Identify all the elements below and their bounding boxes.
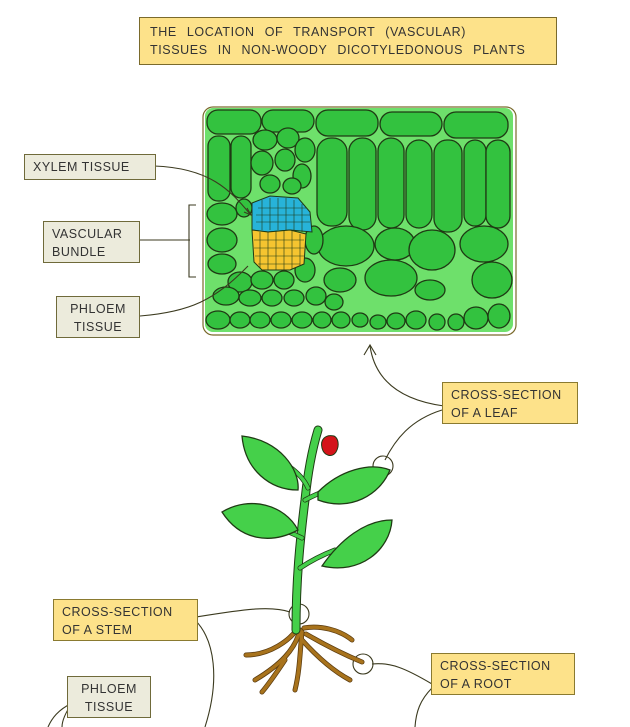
phloem-label-line-1: PHLOEM [70,302,126,316]
bottom-phloem-line-1: PHLOEM [81,682,137,696]
leaf-cross-section [202,106,517,336]
plant-illustration [221,425,393,695]
root-label-line-1: CROSS-SECTION [440,659,551,673]
leaf-label-line-2: OF A LEAF [451,406,519,420]
diagram-title: THE LOCATION OF TRANSPORT (VASCULAR) TIS… [139,17,557,65]
leader-lines [47,165,445,727]
xylem-label-text: XYLEM TISSUE [33,160,130,174]
xylem-tissue [251,195,313,233]
bottom-phloem-line-2: TISSUE [84,700,134,714]
stem-label-line-1: CROSS-SECTION [62,605,173,619]
phloem-tissue [251,229,307,271]
leaf-label-line-1: CROSS-SECTION [451,388,562,402]
bottom-phloem-tissue-label: PHLOEM TISSUE [67,676,151,718]
stem-cross-section-label: CROSS-SECTION OF A STEM [53,599,198,641]
xylem-tissue-label: XYLEM TISSUE [24,154,156,180]
vascular-bundle-line-1: VASCULAR [52,227,123,241]
leaves [221,435,393,569]
root-label-line-2: OF A ROOT [440,677,512,691]
vascular-bundle-line-2: BUNDLE [52,245,106,259]
vascular-bundle-label: VASCULAR BUNDLE [43,221,140,263]
title-line-1: THE LOCATION OF TRANSPORT (VASCULAR) [150,25,467,39]
title-line-2: TISSUES IN NON-WOODY DICOTYLEDONOUS PLAN… [150,43,526,57]
phloem-label-line-2: TISSUE [73,320,123,334]
flower-bud [321,435,339,456]
stem-label-line-2: OF A STEM [62,623,133,637]
leaf-cross-section-label: CROSS-SECTION OF A LEAF [442,382,578,424]
root-cross-section-label: CROSS-SECTION OF A ROOT [431,653,575,695]
phloem-tissue-label: PHLOEM TISSUE [56,296,140,338]
